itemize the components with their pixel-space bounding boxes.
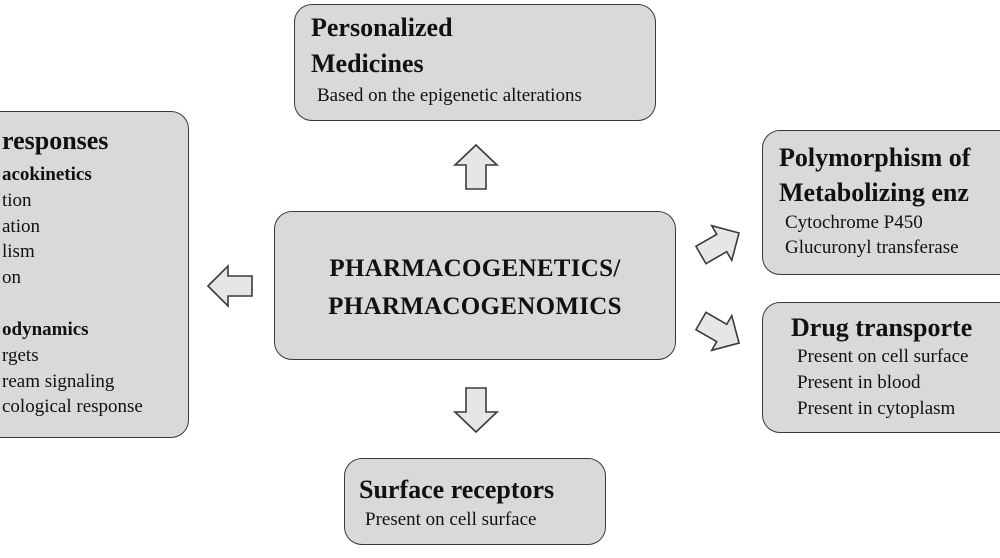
pk-item-2: ation	[2, 216, 40, 237]
arrow-right-down	[694, 311, 741, 352]
pk-item-3: lism	[2, 241, 35, 262]
polymorphism-title-line1: Polymorphism of	[779, 143, 971, 172]
center-title-line1: PHARMACOGENETICS/	[329, 255, 621, 282]
pd-item-1: rgets	[2, 345, 39, 366]
pd-item-3: cological response	[2, 396, 143, 417]
personalized-title-line1: Personalized	[311, 13, 453, 42]
surface-receptors-desc: Present on cell surface	[365, 509, 537, 530]
transporter-item-1: Present on cell surface	[797, 346, 969, 367]
pd-item-2: ream signaling	[2, 371, 115, 392]
personalized-medicines-box: Personalized Medicines Based on the epig…	[294, 4, 656, 121]
surface-receptors-title: Surface receptors	[359, 475, 555, 504]
center-title-line2: PHARMACOGENOMICS	[328, 293, 622, 320]
pk-item-4: on	[2, 267, 21, 288]
drug-transporters-box: Drug transporte Present on cell surface …	[762, 302, 1000, 433]
pk-item-1: tion	[2, 190, 32, 211]
personalized-desc: Based on the epigenetic alterations	[317, 85, 582, 106]
polymorphism-item-2: Glucuronyl transferase	[785, 237, 959, 258]
drug-responses-box: responses acokinetics tion ation lism on…	[0, 111, 189, 438]
surface-receptors-box: Surface receptors Present on cell surfac…	[344, 458, 606, 545]
responses-title: responses	[2, 126, 109, 155]
pharmacodynamics-heading: odynamics	[2, 319, 89, 340]
transporter-item-3: Present in cytoplasm	[797, 398, 956, 419]
polymorphism-box: Polymorphism of Metabolizing enz Cytochr…	[762, 130, 1000, 275]
arrow-down	[453, 387, 499, 434]
personalized-title-line2: Medicines	[311, 49, 424, 78]
polymorphism-item-1: Cytochrome P450	[785, 212, 923, 233]
arrow-left	[206, 264, 253, 308]
center-box: PHARMACOGENETICS/ PHARMACOGENOMICS	[274, 211, 676, 360]
polymorphism-title-line2: Metabolizing enz	[779, 178, 969, 207]
transporter-item-2: Present in blood	[797, 372, 921, 393]
arrow-right-up	[694, 224, 741, 265]
drug-transporters-title: Drug transporte	[791, 313, 973, 342]
arrow-up	[453, 143, 499, 190]
pharmacokinetics-heading: acokinetics	[2, 164, 92, 185]
